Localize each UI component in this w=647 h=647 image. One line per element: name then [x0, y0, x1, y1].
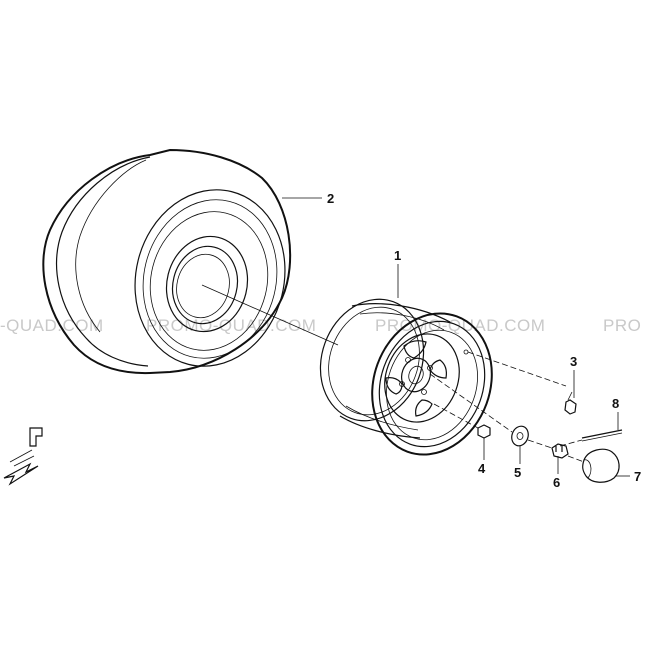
- rim-back-flange: [319, 298, 425, 422]
- axle-centerline: [201, 284, 339, 346]
- tire-bead: [165, 235, 249, 333]
- rim-back-flange: [328, 306, 420, 416]
- washer-outer: [511, 425, 529, 447]
- cotter-pin: [581, 429, 623, 442]
- rim-spoke-window: [403, 340, 427, 359]
- cotter-pin-shaft: [581, 429, 623, 439]
- rim-barrel-line: [351, 303, 451, 323]
- hub-nut: [477, 424, 491, 439]
- nut-path-line: [433, 403, 479, 429]
- rim-disc: [384, 333, 460, 423]
- washer-path-line: [429, 373, 513, 433]
- tire-outer-outline: [42, 148, 292, 375]
- castle-nut-path-line: [527, 439, 553, 449]
- rim-spoke-window: [415, 399, 433, 417]
- cap-path-line: [567, 455, 585, 463]
- washer-inner: [516, 432, 524, 440]
- callout-6: 6: [553, 475, 560, 490]
- tire: [42, 148, 292, 375]
- callout-8: 8: [612, 396, 619, 411]
- front-direction-arrow-icon: [3, 427, 43, 486]
- tire-bead-inner: [171, 245, 239, 325]
- valve: [564, 391, 577, 415]
- callout-7: 7: [634, 469, 641, 484]
- watermark-segment: PROMO-QUAD.COM: [375, 316, 545, 335]
- wheel-rim: [319, 298, 493, 456]
- callout-2: 2: [327, 191, 334, 206]
- rim-front-flange: [378, 320, 486, 448]
- rim-front-flange: [371, 312, 493, 456]
- tire-tread-line: [75, 159, 147, 333]
- valve-stem: [567, 391, 573, 401]
- rim-bolt-hole: [399, 381, 405, 387]
- rim-hub: [408, 365, 424, 385]
- watermark-segment: PROMO-QUAD.COM: [146, 316, 316, 335]
- hub-cap: [582, 448, 620, 483]
- rim-hub: [401, 357, 431, 393]
- watermark-segment: -QUAD.COM: [0, 316, 104, 335]
- rim-barrel-line: [359, 312, 445, 331]
- valve-path-line: [467, 351, 567, 387]
- hub-cap-rim: [583, 459, 592, 479]
- callout-3: 3: [570, 354, 577, 369]
- callout-1: 1: [394, 248, 401, 263]
- callout-5: 5: [514, 465, 521, 480]
- tire-sidewall-ring: [149, 211, 269, 351]
- valve-body: [564, 399, 577, 415]
- washer: [511, 425, 529, 447]
- rim-bolt-hole: [427, 365, 433, 371]
- cotter-pin-shaft: [581, 432, 623, 442]
- cotter-path-line: [559, 439, 583, 447]
- watermark: -QUAD.COM PROMO-QUAD.COM PROMO-QUAD.COM …: [0, 316, 641, 335]
- rim-spoke-window: [385, 377, 403, 395]
- tire-sidewall-ring: [134, 189, 286, 367]
- rim-bolt-hole: [405, 357, 411, 363]
- callout-4: 4: [478, 461, 486, 476]
- rim-bolt-hole: [421, 389, 427, 395]
- castle-nut: [551, 443, 569, 459]
- rim-front-flange: [386, 329, 478, 441]
- tire-bead-inner: [176, 253, 230, 319]
- tire-sidewall-ring: [142, 199, 278, 359]
- tire-tread-line: [56, 156, 151, 367]
- watermark-segment: PRO: [603, 316, 641, 335]
- rim-valve-hole: [463, 349, 469, 355]
- rim-spoke-window: [429, 359, 447, 379]
- rim-barrel-line: [345, 405, 419, 431]
